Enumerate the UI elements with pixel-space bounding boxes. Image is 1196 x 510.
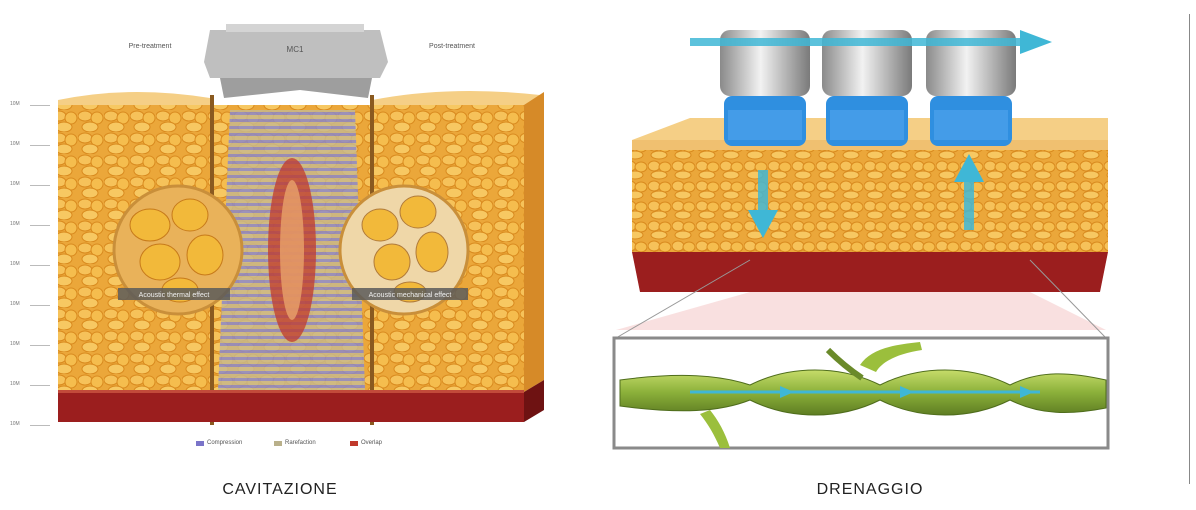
legend-rarefaction: Rarefaction (274, 440, 316, 446)
probe-2 (822, 30, 912, 146)
cavitation-illustration: Acoustic thermal effect Acoustic mechani… (0, 0, 560, 470)
muscle-layer (632, 252, 1108, 292)
depth-tick-label: 10M (10, 101, 20, 107)
muscle-layer (58, 390, 524, 422)
depth-tick-line (30, 345, 50, 346)
depth-tick-line (30, 185, 50, 186)
depth-tick-line (30, 105, 50, 106)
probe-label: MC1 (287, 45, 304, 54)
border-line (1189, 14, 1190, 484)
depth-tick-line (30, 265, 50, 266)
depth-tick-label: 10M (10, 221, 20, 227)
drainage-panel: DRENAGGIO (600, 0, 1180, 470)
cavitation-panel: Acoustic thermal effect Acoustic mechani… (0, 0, 560, 470)
depth-tick-line (30, 145, 50, 146)
left-circle-label: Acoustic thermal effect (139, 292, 210, 299)
fat-block (632, 140, 1108, 252)
probe-body (204, 30, 388, 78)
depth-tick-label: 10M (10, 421, 20, 427)
drainage-illustration (600, 0, 1180, 470)
legend-overlap: Overlap (350, 440, 382, 446)
caption-cavitazione: CAVITAZIONE (190, 481, 370, 499)
depth-tick-label: 10M (10, 141, 20, 147)
depth-tick-label: 10M (10, 181, 20, 187)
depth-tick-label: 10M (10, 381, 20, 387)
probe-3 (926, 30, 1016, 146)
legend: Compression Rarefaction Overlap (196, 440, 416, 452)
drainage-probes (720, 30, 1016, 146)
probe-1 (720, 30, 810, 146)
depth-tick-label: 10M (10, 261, 20, 267)
right-circle-label: Acoustic mechanical effect (369, 292, 452, 299)
pre-treatment-label: Pre-treatment (129, 43, 172, 50)
caption-drenaggio: DRENAGGIO (780, 481, 960, 499)
depth-tick-line (30, 425, 50, 426)
depth-tick-label: 10M (10, 341, 20, 347)
legend-compression: Compression (196, 440, 242, 446)
post-treatment-label: Post-treatment (429, 43, 475, 50)
probe-head (220, 78, 372, 98)
fat-side-face (524, 92, 544, 392)
depth-tick-line (30, 385, 50, 386)
depth-tick-line (30, 225, 50, 226)
depth-tick-line (30, 305, 50, 306)
depth-tick-label: 10M (10, 301, 20, 307)
